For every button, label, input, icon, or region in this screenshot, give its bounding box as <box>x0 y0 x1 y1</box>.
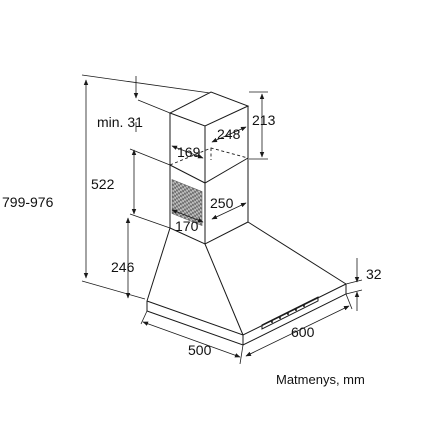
lower-duct-depth-label: 250 <box>210 195 234 211</box>
canopy <box>146 221 347 336</box>
chimney-height-label: 213 <box>252 112 276 128</box>
lower-duct-width-label: 170 <box>175 218 199 234</box>
dimension-lines <box>81 74 363 365</box>
min-gap-label: min. 31 <box>97 114 143 130</box>
total-height-label: 799-976 <box>2 194 54 210</box>
caption: Matmenys, mm <box>276 372 365 387</box>
hood-base <box>146 284 347 346</box>
canopy-height-label: 246 <box>111 259 135 275</box>
upper-chimney <box>168 91 250 183</box>
lower-duct-height-label: 522 <box>91 176 115 192</box>
depth-label: 600 <box>291 324 315 340</box>
lower-chimney <box>169 157 249 244</box>
base-thickness-label: 32 <box>366 266 382 282</box>
chimney-width-label: 169 <box>177 144 201 160</box>
width-label: 500 <box>188 342 212 358</box>
chimney-depth-label: 248 <box>217 126 241 142</box>
dimension-labels: min. 31 799-976 213 248 169 522 250 170 … <box>2 112 382 387</box>
